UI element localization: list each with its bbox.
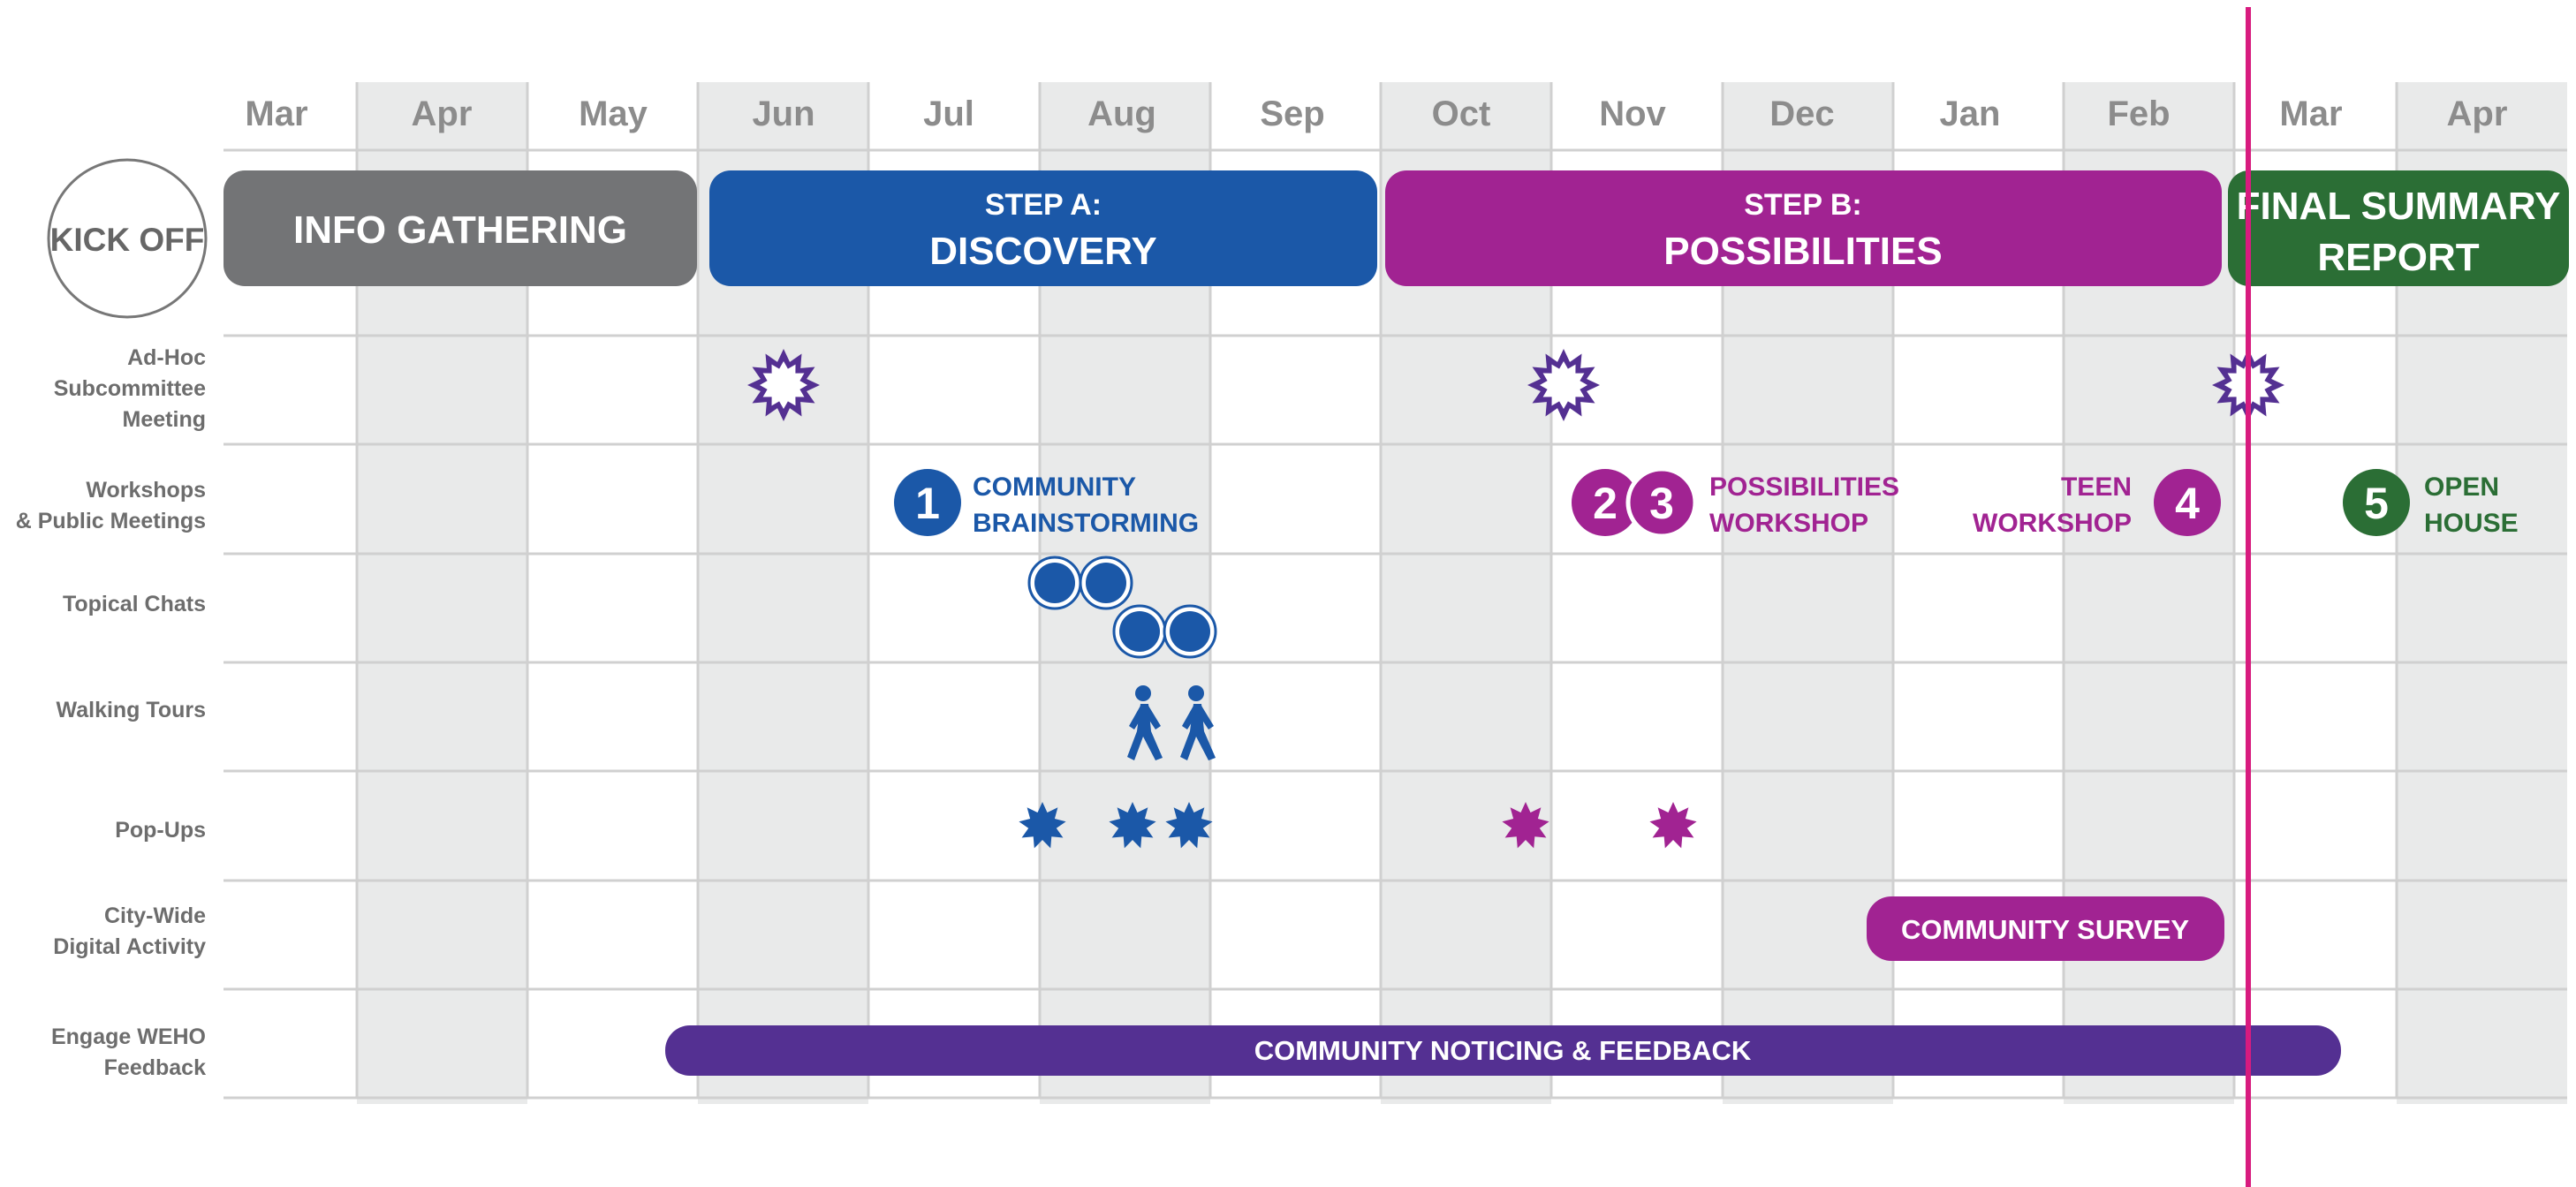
- month-label: May: [579, 95, 648, 133]
- month-header: Mar Apr May Jun Jul Aug Sep Oct Nov Dec …: [245, 95, 2507, 133]
- topical-chats: [1027, 556, 1217, 659]
- month-label: Oct: [1432, 95, 1491, 133]
- row-label-workshops-2: & Public Meetings: [16, 509, 206, 533]
- month-label: Jun: [752, 95, 814, 133]
- phase-info-gathering: [224, 170, 697, 286]
- workshop-2-3-label-line1: POSSIBILITIES: [1709, 473, 1899, 502]
- workshop-2-number: 2: [1593, 479, 1618, 528]
- workshop-4-badge: [2154, 469, 2221, 536]
- workshop-4-label-line2: WORKSHOP: [1973, 509, 2132, 538]
- month-label: Apr: [2447, 95, 2508, 133]
- row-label-tours: Walking Tours: [57, 698, 206, 722]
- phase-banners: INFO GATHERING STEP A: DISCOVERY STEP B:…: [224, 170, 2569, 286]
- popup-burst-icon: [1165, 802, 1213, 849]
- row-label-digital-2: Digital Activity: [53, 934, 206, 959]
- workshop-1-label-line2: BRAINSTORMING: [973, 509, 1199, 538]
- phase-step-a: [709, 170, 1377, 286]
- workshop-2-badge: [1572, 469, 1639, 536]
- workshop-5-number: 5: [2364, 479, 2389, 528]
- month-label: Dec: [1769, 95, 1834, 133]
- kickoff-circle: [47, 158, 208, 319]
- phase-step-b-title: STEP B:: [1744, 188, 1862, 222]
- workshop-4-label-line1: TEEN: [2061, 473, 2132, 502]
- community-survey-bar: COMMUNITY SURVEY: [1867, 896, 2224, 961]
- popup-burst-icon: [1502, 802, 1549, 849]
- popup-burst-icon: [1649, 802, 1697, 849]
- workshop-3-number: 3: [1649, 479, 1674, 528]
- chat-dot-icon: [1112, 604, 1167, 659]
- workshop-5-badge: [2343, 469, 2410, 536]
- phase-final-report-line2: REPORT: [2317, 236, 2479, 279]
- month-label: Feb: [2107, 95, 2170, 133]
- row-label-adhoc-3: Meeting: [123, 407, 206, 432]
- meeting-burst-inner: [1540, 361, 1587, 409]
- noticing-bar-shape: [665, 1025, 2341, 1076]
- kickoff-label: KICK OFF: [50, 222, 205, 258]
- month-label: Nov: [1599, 95, 1666, 133]
- workshop-5-label-line1: OPEN: [2424, 473, 2499, 502]
- row-labels: Ad-Hoc Subcommittee Meeting Workshops & …: [16, 345, 206, 1080]
- noticing-bar-label: COMMUNITY NOTICING & FEEDBACK: [1254, 1035, 1752, 1066]
- phase-info-gathering-label: INFO GATHERING: [293, 208, 627, 252]
- month-label: Apr: [412, 95, 473, 133]
- row-label-engage-2: Feedback: [104, 1055, 206, 1080]
- month-label: Sep: [1260, 95, 1324, 133]
- row-label-digital-1: City-Wide: [104, 903, 206, 928]
- workshops: 1 COMMUNITY BRAINSTORMING 2 3 POSSIBILIT…: [894, 466, 2519, 539]
- month-label: Jul: [923, 95, 974, 133]
- popup-burst-icon: [1019, 802, 1066, 849]
- month-label: Mar: [245, 95, 307, 133]
- pop-ups: [1019, 802, 1697, 849]
- workshop-1-label-line1: COMMUNITY: [973, 473, 1136, 502]
- kickoff-badge: KICK OFF: [47, 158, 208, 319]
- row-label-adhoc-1: Ad-Hoc: [127, 345, 206, 370]
- row-label-chats: Topical Chats: [63, 592, 206, 616]
- workshop-5-label-line2: HOUSE: [2424, 509, 2519, 538]
- grid-lines: [224, 82, 2567, 1100]
- survey-bar-label: COMMUNITY SURVEY: [1901, 914, 2189, 945]
- workshop-3-badge: [1625, 466, 1698, 539]
- chat-dot-icon: [1027, 556, 1082, 610]
- month-label: Mar: [2279, 95, 2342, 133]
- workshop-1-number: 1: [915, 479, 940, 528]
- row-label-adhoc-2: Subcommittee: [54, 376, 206, 401]
- row-label-popups: Pop-Ups: [115, 818, 206, 843]
- month-label: Jan: [1940, 95, 2001, 133]
- popup-burst-icon: [1109, 802, 1156, 849]
- workshop-4-number: 4: [2175, 479, 2200, 528]
- phase-step-b: [1385, 170, 2222, 286]
- meeting-burst-inner: [760, 361, 807, 409]
- phase-final-report: [2228, 170, 2569, 286]
- phase-step-a-label: DISCOVERY: [929, 230, 1157, 273]
- survey-bar-shape: [1867, 896, 2224, 961]
- row-label-engage-1: Engage WEHO: [51, 1024, 206, 1049]
- chat-dot-icon: [1079, 556, 1133, 610]
- phase-step-b-label: POSSIBILITIES: [1663, 230, 1942, 273]
- workshop-2-3-label-line2: WORKSHOP: [1709, 509, 1868, 538]
- row-label-workshops-1: Workshops: [86, 478, 206, 503]
- chat-dot-icon: [1163, 604, 1217, 659]
- workshop-1-badge: [894, 469, 961, 536]
- phase-final-report-line1: FINAL SUMMARY: [2237, 185, 2561, 228]
- month-label: Aug: [1087, 95, 1156, 133]
- phase-step-a-title: STEP A:: [985, 188, 1102, 222]
- community-noticing-bar: COMMUNITY NOTICING & FEEDBACK: [665, 1025, 2341, 1076]
